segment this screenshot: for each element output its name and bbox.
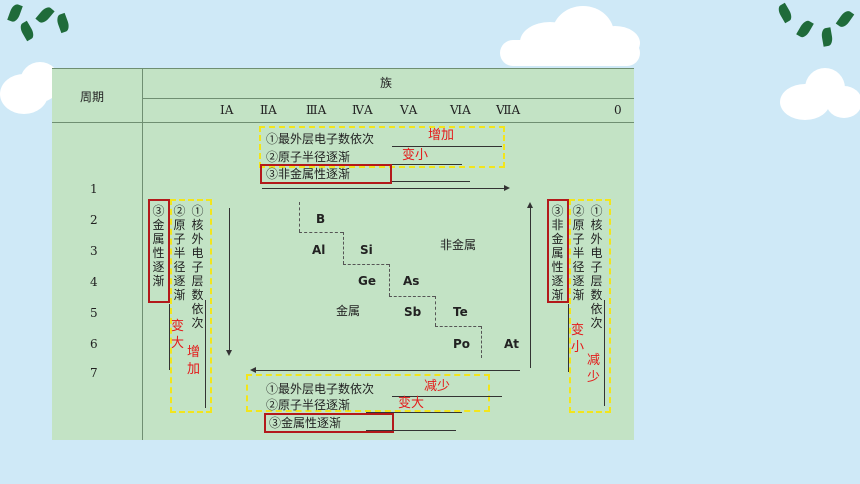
period-5: 5 [90,306,98,320]
left-red-larger: 变大 [170,319,184,351]
group-0: 0 [614,103,622,117]
label-nonmetal: 非金属 [440,238,477,252]
left-red-increase: 增加 [186,345,200,377]
element-Al: Al [312,243,326,257]
left-highlight-box [170,199,212,413]
right-red-decrease: 减少 [586,353,600,385]
element-Po: Po [453,337,471,351]
right-red-smaller: 变小 [570,323,584,355]
period-2: 2 [90,213,98,227]
periodic-trend-panel: 周期 族 ⅠA ⅡA ⅢA ⅣA ⅤA ⅥA ⅦA 0 1 2 3 4 5 6 … [52,68,634,440]
bottom-highlight-box [246,374,490,412]
element-Te: Te [453,305,468,319]
element-Ge: Ge [358,274,376,288]
left-col-1: ①核外电子层数依次 [191,204,204,330]
element-As: As [403,274,420,288]
group-4: ⅣA [352,103,373,117]
period-3: 3 [90,244,98,258]
right-red-box [547,199,569,303]
left-arrow [229,208,230,352]
left-col-3: ③金属性逐渐 [152,204,165,288]
top-arrow-head [504,185,510,191]
top-line-3: ③非金属性逐渐 [266,167,351,181]
label-metal: 金属 [336,304,361,318]
top-highlight-box [259,126,505,168]
right-col-1: ①核外电子层数依次 [590,204,603,330]
group-6: ⅥA [450,103,471,117]
period-header: 周期 [80,90,105,104]
element-Sb: Sb [404,305,422,319]
element-B: B [316,212,326,226]
group-1: ⅠA [220,103,234,117]
period-4: 4 [90,275,98,289]
left-col-2: ②原子半径逐渐 [173,204,186,302]
group-2: ⅡA [260,103,277,117]
top-red-box [260,164,392,184]
right-arrow [530,208,531,368]
bottom-arrow-head [250,367,256,373]
top-red-increase: 增加 [428,128,455,143]
element-Si: Si [360,243,373,257]
group-header: 族 [380,76,393,90]
bottom-line-1: ①最外层电子数依次 [266,382,375,396]
left-red-box [148,199,170,303]
bottom-red-larger: 变大 [398,396,425,411]
bottom-red-box [264,413,394,433]
group-5: ⅤA [400,103,418,117]
period-6: 6 [90,337,98,351]
top-red-decrease: 变小 [402,148,429,163]
right-col-2: ②原子半径逐渐 [572,204,585,302]
left-arrow-head [226,350,232,356]
right-arrow-head [527,202,533,208]
top-line-2: ②原子半径逐渐 [266,150,351,164]
top-arrow [262,188,508,189]
bottom-arrow [256,370,520,371]
period-1: 1 [90,182,98,196]
right-highlight-box [569,199,611,413]
bottom-line-3: ③金属性逐渐 [269,416,342,430]
bottom-red-decrease: 减少 [424,379,451,394]
group-7: ⅦA [496,103,521,117]
period-7: 7 [90,366,98,380]
group-3: ⅢA [306,103,327,117]
element-At: At [504,337,520,351]
right-col-3: ③非金属性逐渐 [551,204,564,302]
top-line-1: ①最外层电子数依次 [266,132,375,146]
bottom-line-2: ②原子半径逐渐 [266,398,351,412]
